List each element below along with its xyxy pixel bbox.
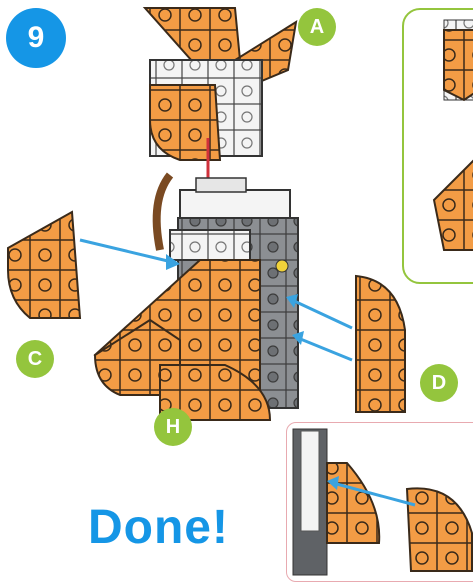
inset-preview-illustration [404, 10, 473, 282]
inset-preview-green [402, 8, 473, 284]
label-d: D [420, 364, 458, 402]
label-a: A [298, 8, 336, 46]
part-c-wing [8, 212, 80, 318]
part-a-head [145, 8, 296, 160]
done-text: Done! [88, 500, 229, 555]
part-d-wing [356, 276, 405, 412]
label-h: H [154, 408, 192, 446]
inset-detail-pink [286, 422, 473, 582]
blue-arrow-c [80, 240, 180, 270]
inset-detail-illustration [287, 423, 473, 581]
part-h-body [95, 175, 298, 420]
label-c: C [16, 340, 54, 378]
